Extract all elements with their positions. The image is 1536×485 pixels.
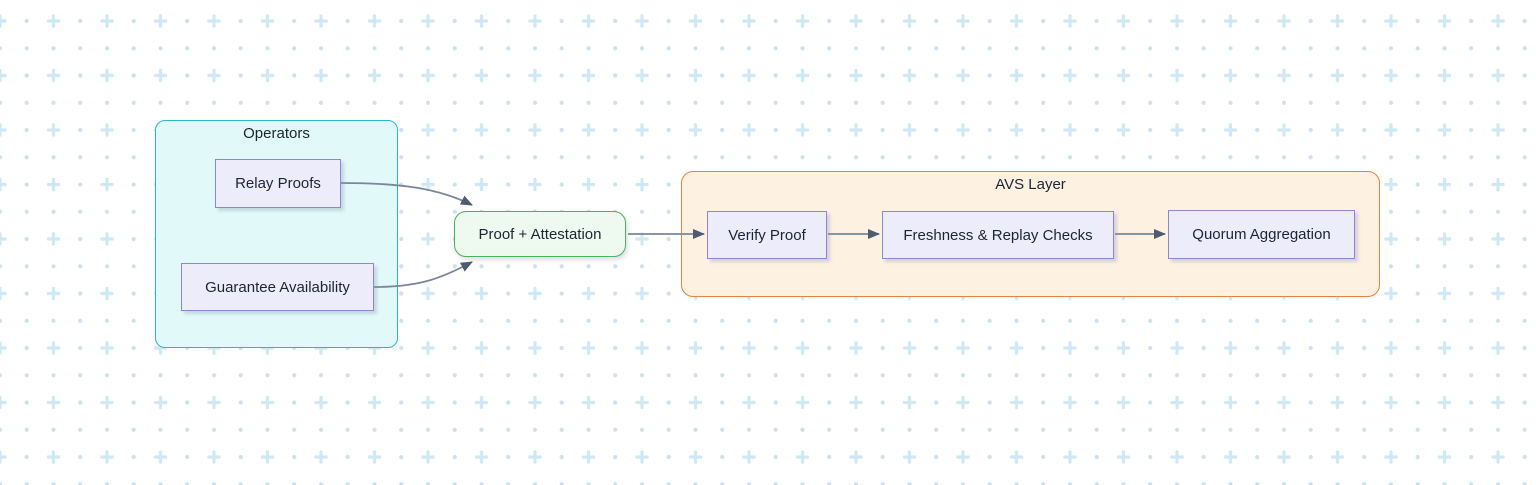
node-proof-attestation: Proof + Attestation [454,211,626,257]
node-quorum-aggregation: Quorum Aggregation [1168,210,1355,259]
node-verify-proof: Verify Proof [707,211,827,259]
node-guarantee-availability: Guarantee Availability [181,263,374,311]
node-freshness-replay-checks-label: Freshness & Replay Checks [903,226,1093,244]
node-relay-proofs: Relay Proofs [215,159,341,208]
node-quorum-aggregation-label: Quorum Aggregation [1192,226,1331,243]
node-freshness-replay-checks: Freshness & Replay Checks [882,211,1114,259]
node-proof-attestation-label: Proof + Attestation [478,225,602,243]
cluster-avs-layer-title: AVS Layer [995,176,1066,193]
node-guarantee-availability-label: Guarantee Availability [205,278,350,296]
node-relay-proofs-label: Relay Proofs [235,175,321,192]
node-verify-proof-label: Verify Proof [728,226,806,244]
cluster-operators-title: Operators [243,125,310,142]
